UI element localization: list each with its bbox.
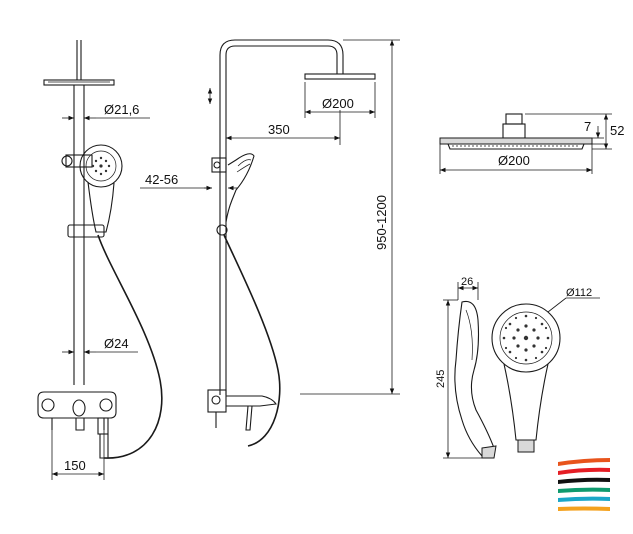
dim-head-side: Ø200 xyxy=(322,96,354,111)
dim-hand-width: 26 xyxy=(461,276,473,288)
rain-head-detail: 7 52 Ø200 xyxy=(439,113,624,174)
dim-head-thickness: 7 xyxy=(584,119,591,134)
dim-hand-face: Ø112 xyxy=(566,287,592,299)
hand-shower-detail: 26 245 Ø112 xyxy=(435,276,600,459)
dim-height-range: 950-1200 xyxy=(374,195,389,250)
dim-pipe-top: Ø21,6 xyxy=(104,102,139,117)
dim-pipe-bottom: Ø24 xyxy=(104,336,129,351)
dim-holder-range: 42-56 xyxy=(145,172,178,187)
logo-stripe xyxy=(558,467,610,475)
front-spray-dots xyxy=(91,156,111,176)
front-view: Ø21,6 Ø24 150 xyxy=(37,40,163,480)
dim-hand-length: 245 xyxy=(435,370,447,388)
dim-head-front: Ø200 xyxy=(498,153,530,168)
logo-stripe xyxy=(558,477,610,484)
logo-stripe xyxy=(558,496,610,502)
logo-stripe xyxy=(558,506,610,511)
brand-logo xyxy=(558,458,610,511)
logo-stripe xyxy=(558,458,610,466)
logo-stripe xyxy=(558,487,610,493)
dim-arm-length: 350 xyxy=(268,122,290,137)
hand-spray-dots xyxy=(502,314,550,362)
dim-mixer-spacing: 150 xyxy=(64,458,86,473)
dim-head-height: 52 xyxy=(610,123,624,138)
side-view: 350 Ø200 42-56 950-1200 xyxy=(140,39,400,447)
